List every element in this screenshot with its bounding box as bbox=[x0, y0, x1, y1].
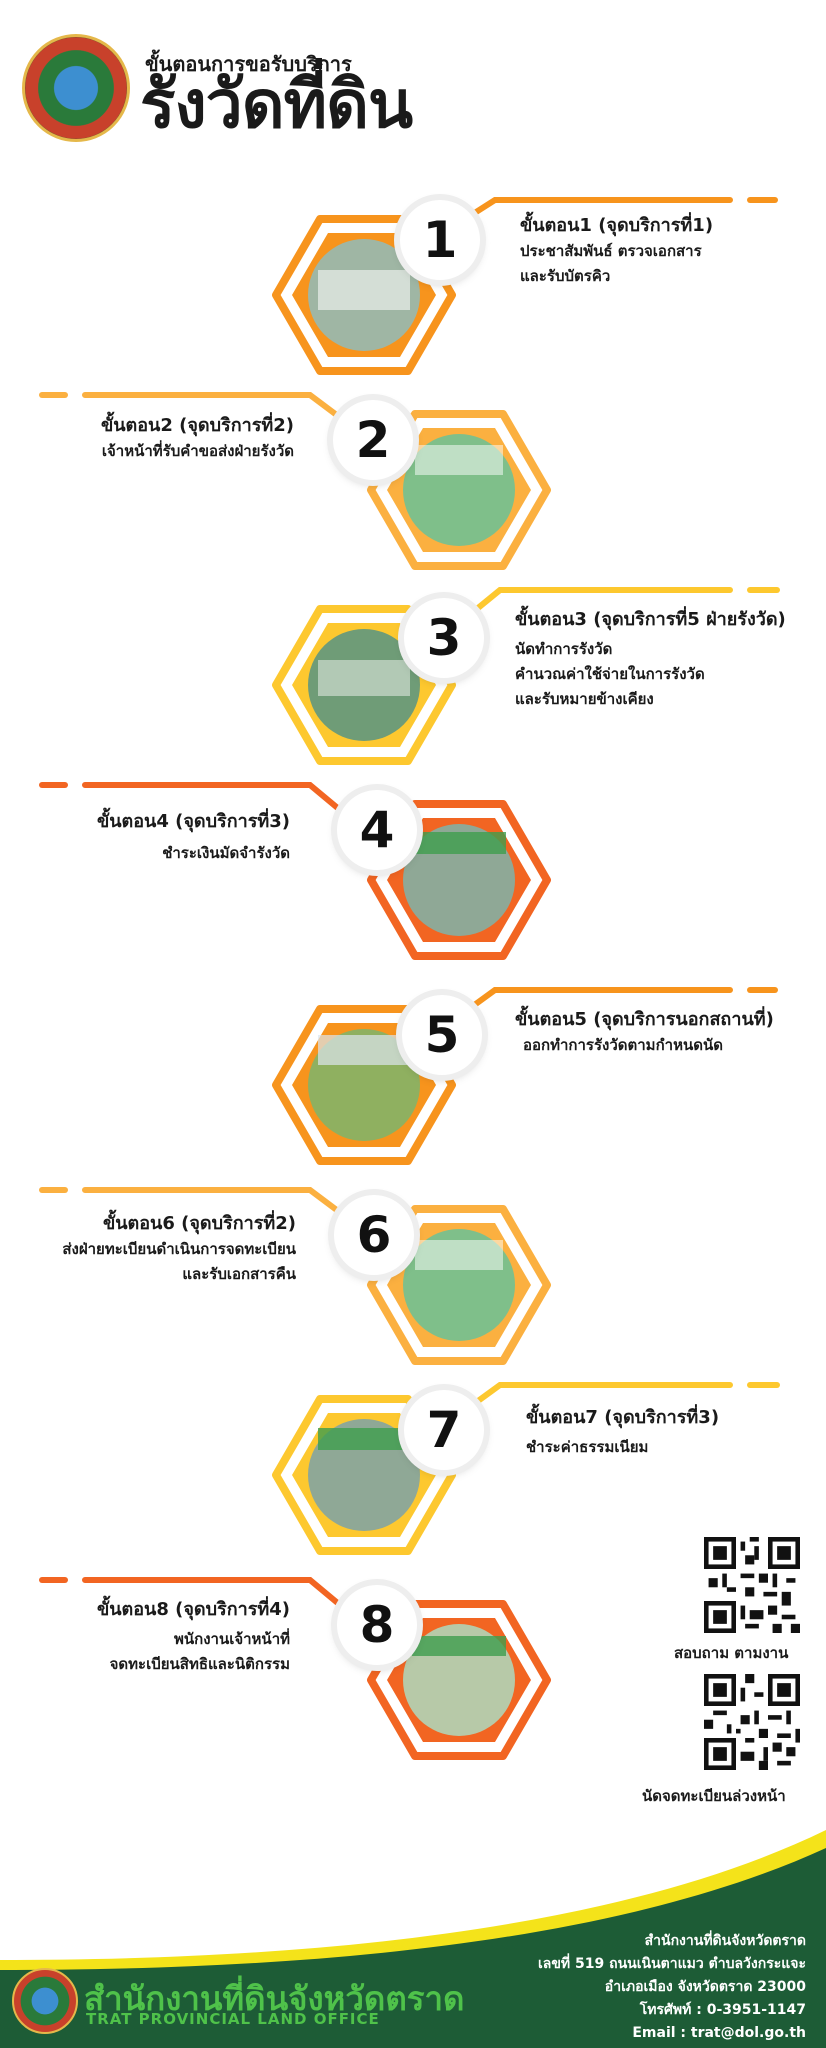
step-6-number: 6 bbox=[334, 1195, 414, 1275]
step-1-text: ขั้นตอน1 (จุดบริการที่1) ประชาสัมพันธ์ ต… bbox=[520, 210, 713, 289]
address-line-office: สำนักงานที่ดินจังหวัดตราด bbox=[644, 1933, 806, 1949]
step-3-hexagon bbox=[272, 605, 456, 765]
step-6-text: ขั้นตอน6 (จุดบริการที่2) ส่งฝ่ายทะเบียนด… bbox=[62, 1208, 296, 1287]
step-4-desc-1: ชำระเงินมัดจำรังวัด bbox=[162, 844, 290, 862]
phone-number: โทรศัพท์ : 0-3951-1147 bbox=[639, 2002, 806, 2018]
step-2-hexagon bbox=[367, 410, 551, 570]
step-3-number: 3 bbox=[404, 598, 484, 678]
page-title: รังวัดที่ดิน bbox=[140, 66, 413, 143]
email-address: Email : trat@dol.go.th bbox=[632, 2025, 806, 2041]
step-7-text: ขั้นตอน7 (จุดบริการที่3) ชำระค่าธรรมเนีย… bbox=[526, 1402, 719, 1460]
step-2-text: ขั้นตอน2 (จุดบริการที่2) เจ้าหน้าที่รับค… bbox=[101, 410, 294, 464]
qr-label-inquiry: สอบถาม ตามงาน bbox=[674, 1644, 789, 1662]
step-8-text: ขั้นตอน8 (จุดบริการที่4) พนักงานเจ้าหน้า… bbox=[97, 1594, 290, 1677]
step-5-number: 5 bbox=[402, 995, 482, 1075]
step-5-hexagon bbox=[272, 1005, 456, 1165]
step-6-hexagon bbox=[367, 1205, 551, 1365]
address-line-street: เลขที่ 519 ถนนเนินตาแมว ตำบลวังกระแจะ bbox=[538, 1956, 806, 1972]
step-2-desc-1: เจ้าหน้าที่รับคำขอส่งฝ่ายรังวัด bbox=[101, 442, 294, 460]
step-7-title: ขั้นตอน7 (จุดบริการที่3) bbox=[526, 1407, 720, 1428]
step-5-title: ขั้นตอน5 (จุดบริการนอกสถานที่) bbox=[515, 1009, 774, 1030]
step-5-text: ขั้นตอน5 (จุดบริการนอกสถานที่) ออกทำการร… bbox=[515, 1004, 774, 1058]
step-7-number: 7 bbox=[404, 1390, 484, 1470]
step-4-hexagon bbox=[367, 800, 551, 960]
step-5-desc-1: ออกทำการรังวัดตามกำหนดนัด bbox=[523, 1036, 723, 1054]
qr-label-appointment: นัดจดทะเบียนล่วงหน้า bbox=[642, 1787, 786, 1805]
step-8-desc-1: พนักงานเจ้าหน้าที่ bbox=[173, 1630, 290, 1648]
step-6-desc-2: และรับเอกสารคืน bbox=[182, 1265, 296, 1283]
step-1-hexagon bbox=[272, 215, 456, 375]
step-6-title: ขั้นตอน6 (จุดบริการที่2) bbox=[102, 1213, 296, 1234]
office-address: สำนักงานที่ดินจังหวัดตราด เลขที่ 519 ถนน… bbox=[538, 1930, 806, 2045]
step-3-desc-3: และรับหมายข้างเคียง bbox=[515, 690, 654, 708]
step-1-number: 1 bbox=[400, 200, 480, 280]
step-1-desc-1: ประชาสัมพันธ์ ตรวจเอกสาร bbox=[520, 242, 702, 260]
step-8-title: ขั้นตอน8 (จุดบริการที่4) bbox=[96, 1599, 290, 1620]
step-3-title: ขั้นตอน3 (จุดบริการที่5 ฝ่ายรังวัด) bbox=[515, 609, 786, 630]
department-seal-logo bbox=[22, 34, 130, 142]
step-8-number: 8 bbox=[337, 1585, 417, 1665]
step-3-desc-2: คำนวณค่าใช้จ่ายในการรังวัด bbox=[515, 665, 705, 683]
step-3-text: ขั้นตอน3 (จุดบริการที่5 ฝ่ายรังวัด) นัดท… bbox=[515, 604, 786, 712]
step-7-desc-1: ชำระค่าธรรมเนียม bbox=[526, 1438, 649, 1456]
footer-seal-logo bbox=[12, 1968, 78, 2034]
step-8-desc-2: จดทะเบียนสิทธิและนิติกรรม bbox=[109, 1655, 290, 1673]
office-name-thai: สำนักงานที่ดินจังหวัดตราด bbox=[84, 1979, 465, 2018]
step-8-hexagon bbox=[367, 1600, 551, 1760]
step-2-title: ขั้นตอน2 (จุดบริการที่2) bbox=[100, 415, 294, 436]
step-4-number: 4 bbox=[337, 790, 417, 870]
qr-code-icon[interactable] bbox=[704, 1674, 800, 1770]
step-2-number: 2 bbox=[333, 400, 413, 480]
step-4-text: ขั้นตอน4 (จุดบริการที่3) ชำระเงินมัดจำรั… bbox=[97, 806, 290, 866]
step-3-desc-1: นัดทำการรังวัด bbox=[515, 640, 613, 658]
step-4-title: ขั้นตอน4 (จุดบริการที่3) bbox=[96, 811, 290, 832]
qr-code-icon[interactable] bbox=[704, 1537, 800, 1633]
page-subtitle: ขั้นตอนการขอรับบริการ bbox=[145, 52, 352, 76]
step-1-title: ขั้นตอน1 (จุดบริการที่1) bbox=[520, 215, 714, 236]
address-line-district: อำเภอเมือง จังหวัดตราด 23000 bbox=[604, 1979, 806, 1995]
office-name-english: TRAT PROVINCIAL LAND OFFICE bbox=[86, 2010, 380, 2028]
step-6-desc-1: ส่งฝ่ายทะเบียนดำเนินการจดทะเบียน bbox=[62, 1240, 296, 1258]
step-7-hexagon bbox=[272, 1395, 456, 1555]
step-1-desc-2: และรับบัตรคิว bbox=[520, 267, 611, 285]
footer-background bbox=[0, 1830, 826, 2048]
